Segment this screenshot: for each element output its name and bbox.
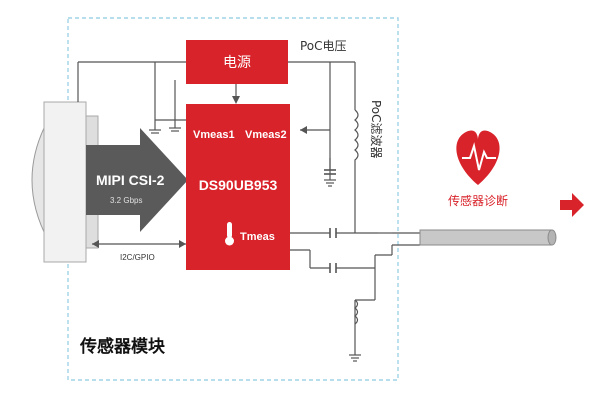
tmeas-label: Tmeas — [240, 231, 275, 243]
sensor-module-boundary — [67, 17, 399, 381]
power-label: 电源 — [223, 55, 251, 71]
ground-symbols — [149, 127, 361, 362]
sensor-diag-label: 传感器诊断 — [448, 193, 508, 208]
heart-diagnostics-icon — [456, 130, 500, 185]
mipi-rate-label: 3.2 Gbps — [110, 196, 142, 205]
poc-filter-label: PoC滤波器 — [369, 100, 383, 159]
chip-block — [186, 104, 290, 270]
chip-name: DS90UB953 — [199, 177, 278, 193]
output-arrow-icon — [560, 193, 584, 217]
poc-voltage-label: PoC电压 — [300, 39, 347, 53]
wiring — [77, 61, 420, 355]
vmeas1-label: Vmeas1 — [193, 129, 235, 141]
sensor-module-label: 传感器模块 — [79, 336, 166, 357]
thermometer-icon — [225, 222, 234, 246]
mipi-arrow-icon — [86, 128, 188, 232]
mipi-label: MIPI CSI-2 — [96, 172, 165, 188]
i2c-gpio-label: I2C/GPIO — [120, 253, 155, 262]
vmeas2-label: Vmeas2 — [245, 129, 287, 141]
coax-cable — [419, 229, 553, 246]
capacitors — [324, 169, 337, 273]
power-block — [186, 40, 288, 84]
